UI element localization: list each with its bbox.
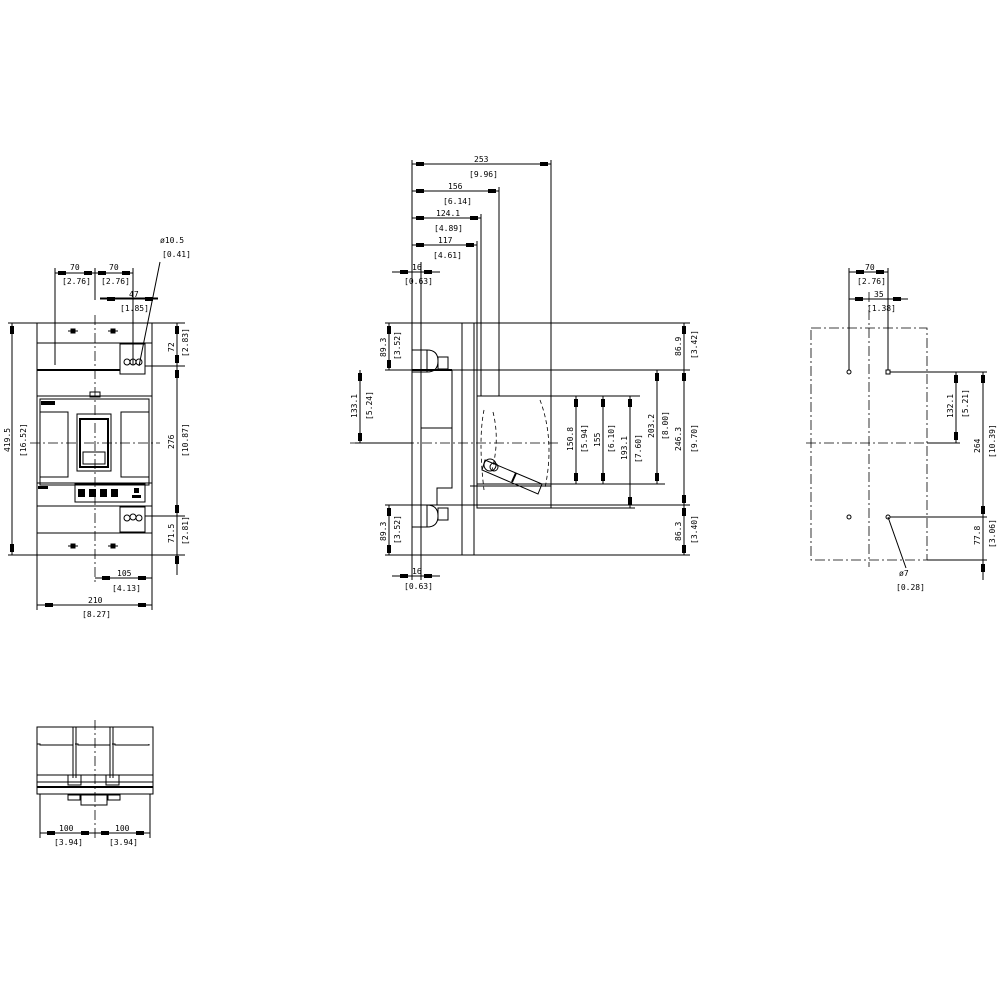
- dim-pole-pitch-2: 70: [109, 263, 119, 272]
- dim-pitch-right: 100: [115, 824, 130, 833]
- dim-bottom-86-in: [3.40]: [690, 515, 699, 544]
- dim-hole-dia: ø10.5: [160, 236, 184, 245]
- mount-hole: [885, 369, 891, 375]
- dim-handle-150: 150.8: [566, 427, 575, 451]
- dim-width: 210: [88, 596, 103, 605]
- dim-depth-3-in: [4.89]: [434, 224, 463, 233]
- dim-half-pitch: 35: [874, 290, 884, 299]
- dim-bottom-offset-in: [3.06]: [988, 519, 997, 548]
- dim-term-h-top-in: [3.52]: [393, 331, 402, 360]
- dim-frame-246: 246.3: [674, 427, 683, 451]
- dim-hole-offset-in: [1.85]: [120, 304, 149, 313]
- dim-handle-193-in: [7.60]: [634, 434, 643, 463]
- dim-bottom-offset: 77.8: [973, 526, 982, 545]
- mounting-view: 70 [2.76] 35 [1.38] 132.1 [5.21] 264 [10…: [806, 263, 997, 592]
- dim-terminal-bottom: 16: [412, 567, 422, 576]
- dim-mount-center-offset-in: [5.21]: [961, 389, 970, 418]
- dim-pitch-right-in: [3.94]: [109, 838, 138, 847]
- trip-unit-panel: [74, 483, 146, 503]
- dim-hole-dia-in: [0.41]: [162, 250, 191, 259]
- dim-handle-155-in: [6.10]: [607, 424, 616, 453]
- dim-hole-vertical-in: [10.39]: [988, 424, 997, 458]
- mount-hole: [846, 369, 852, 375]
- side-bottom-terminal: [411, 504, 428, 528]
- dim-top-86: 86.9: [674, 337, 683, 356]
- dim-pitch-left-in: [3.94]: [54, 838, 83, 847]
- dim-terminal-spacing: 276: [167, 434, 176, 449]
- dim-handle-203: 203.2: [647, 414, 656, 438]
- dim-half-width: 105: [117, 569, 132, 578]
- handle-window: [76, 413, 112, 472]
- dim-depth-4-in: [4.61]: [433, 251, 462, 260]
- dim-hole-vertical: 264: [973, 438, 982, 453]
- dim-hole-pitch: 70: [865, 263, 875, 272]
- handle-housing: [476, 395, 552, 509]
- handle-lever: [481, 458, 543, 495]
- dim-term-h-top: 89.3: [379, 338, 388, 357]
- dim-handle-150-in: [5.94]: [580, 424, 589, 453]
- dim-top-terminal: 72: [167, 342, 176, 352]
- dim-terminal-bottom-in: [0.63]: [404, 582, 433, 591]
- dim-depth-2-in: [6.14]: [443, 197, 472, 206]
- dim-center-offset: 133.1: [350, 394, 359, 418]
- dim-top-terminal-in: [2.83]: [181, 328, 190, 357]
- dim-mount-center-offset: 132.1: [946, 394, 955, 418]
- dim-mount-hole-dia: ø7: [899, 569, 909, 578]
- front-view: 70 [2.76] 70 [2.76] 47 [1.85] ø10.5 [0.4…: [3, 236, 191, 619]
- dim-depth-3: 124.1: [436, 209, 460, 218]
- dim-pole-pitch-2-in: [2.76]: [101, 277, 130, 286]
- dim-depth-total: 253: [474, 155, 489, 164]
- mount-hole: [846, 514, 852, 520]
- dim-bottom-terminal-in: [2.81]: [181, 516, 190, 545]
- dim-total-height: 419.5: [3, 428, 12, 452]
- dim-hole-offset: 47: [129, 290, 139, 299]
- dim-half-pitch-in: [1.38]: [867, 304, 896, 313]
- dim-handle-203-in: [8.00]: [661, 411, 670, 440]
- dim-bottom-terminal: 71.5: [167, 524, 176, 543]
- side-view: 253 [9.96] 156 [6.14] 124.1 [4.89] 117 […: [350, 155, 699, 591]
- dim-pole-pitch-1: 70: [70, 263, 80, 272]
- dim-frame-246-in: [9.70]: [690, 424, 699, 453]
- dim-depth-4: 117: [438, 236, 453, 245]
- side-top-terminal: [411, 349, 428, 373]
- dim-mount-hole-dia-in: [0.28]: [896, 583, 925, 592]
- dim-terminal-spacing-in: [10.87]: [181, 423, 190, 457]
- dim-pitch-left: 100: [59, 824, 74, 833]
- dim-hole-pitch-in: [2.76]: [857, 277, 886, 286]
- dim-handle-155: 155: [593, 432, 602, 447]
- dim-term-h-bottom: 89.3: [379, 522, 388, 541]
- dim-center-offset-in: [5.24]: [365, 391, 374, 420]
- dim-handle-193: 193.1: [620, 436, 629, 460]
- dim-terminal-top-in: [0.63]: [404, 277, 433, 286]
- dim-depth-total-in: [9.96]: [469, 170, 498, 179]
- bottom-view: 100 [3.94] 100 [3.94]: [36, 720, 154, 847]
- dim-term-h-bottom-in: [3.52]: [393, 515, 402, 544]
- bottom-terminal: [119, 506, 146, 533]
- dim-terminal-top: 16: [412, 263, 422, 272]
- dim-width-in: [8.27]: [82, 610, 111, 619]
- dim-depth-2: 156: [448, 182, 463, 191]
- dim-top-86-in: [3.42]: [690, 330, 699, 359]
- dim-half-width-in: [4.13]: [112, 584, 141, 593]
- dim-bottom-86: 86.3: [674, 522, 683, 541]
- dim-pole-pitch-1-in: [2.76]: [62, 277, 91, 286]
- dim-total-height-in: [16.52]: [19, 423, 28, 457]
- breaker-body-outline: [36, 322, 153, 556]
